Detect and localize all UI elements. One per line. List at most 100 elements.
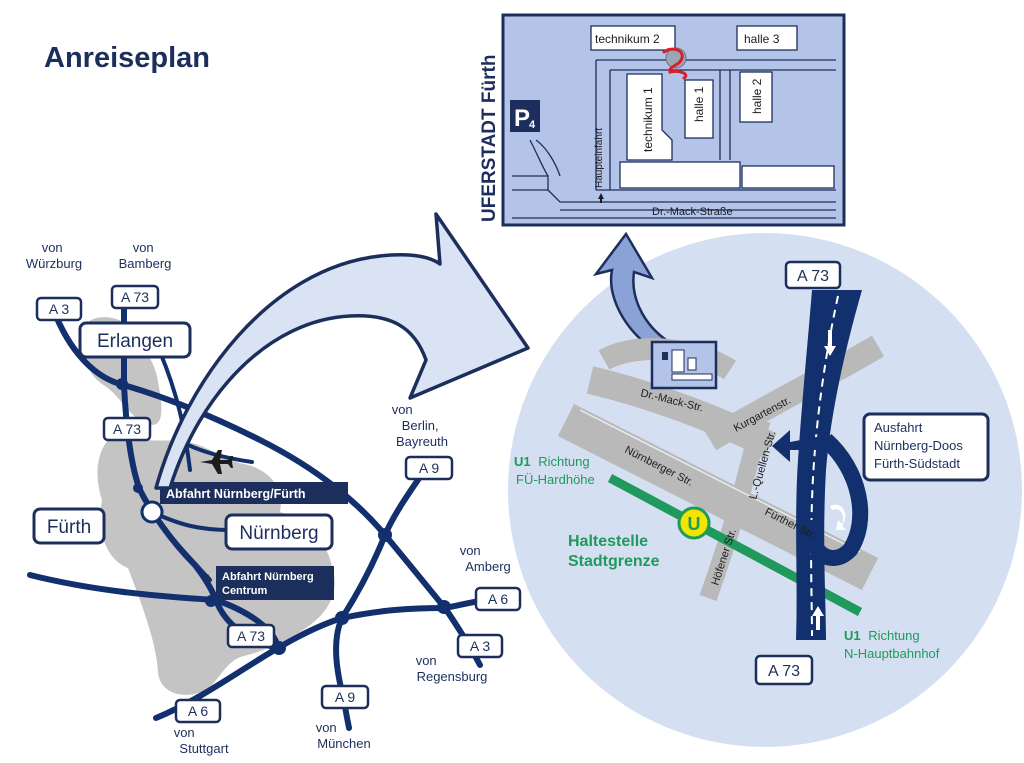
origin-regensburg: von Regensburg (416, 653, 488, 684)
svg-text:A 9: A 9 (419, 460, 439, 476)
junction-dot (205, 595, 217, 607)
svg-text:A 6: A 6 (188, 703, 208, 719)
label-technikum1: technikum 1 (641, 87, 655, 152)
road-shield-a73-south: A 73 (226, 623, 276, 649)
u1-direction-hauptbahnhof: U1 Richtung N-Hauptbahnhof (844, 628, 940, 661)
svg-text:A 73: A 73 (121, 289, 149, 305)
street-kurgarten (703, 335, 885, 451)
u1-direction-hardhoehe: U1 Richtung FÜ-Hardhöhe (514, 454, 595, 487)
svg-text:A 73: A 73 (768, 663, 800, 680)
exit-label-nuernberg-fuerth: Abfahrt Nürnberg/Fürth (160, 482, 348, 504)
label-halle2: halle 2 (750, 78, 764, 114)
arrow-curve-icon (830, 504, 846, 530)
svg-text:A 9: A 9 (335, 689, 355, 705)
road-shield-a73-top: A 73 (784, 260, 842, 290)
svg-text:A 3: A 3 (49, 301, 69, 317)
exit-ramp (803, 434, 869, 566)
road-shield-a3-east: A 3 (456, 633, 504, 659)
building-strip-right (741, 165, 835, 189)
svg-text:A 6: A 6 (488, 591, 508, 607)
arrow-up-icon (812, 606, 824, 630)
svg-text:U1 Richtung: U1 Richtung (514, 454, 590, 469)
exit-sign-doos: Ausfahrt Nürnberg-Doos Fürth-Südstadt (862, 412, 990, 482)
motorway-lane-markings (810, 295, 839, 637)
origin-wuerzburg: von Würzburg (26, 240, 82, 271)
label-technikum2: technikum 2 (595, 32, 660, 46)
detail-map: Dr.-Mack-Str. Kurgartenstr. L.-Quellen-S… (508, 231, 1022, 747)
label-mack-strasse: Dr.-Mack-Straße (652, 206, 733, 218)
origin-amberg: von Amberg (460, 543, 511, 574)
stop-stadtgrenze: Haltestelle Stadtgrenze (568, 533, 660, 570)
exit-circle-nuernberg-fuerth (140, 500, 164, 524)
street-hoefener (699, 502, 747, 602)
city-nuernberg: Nürnberg (224, 513, 334, 551)
u-bahn-badge-icon: U (677, 506, 711, 540)
svg-text:A 3: A 3 (470, 638, 490, 654)
page-title: Anreiseplan (44, 42, 210, 74)
arrow-down-icon (824, 330, 836, 356)
junction-dot (116, 378, 128, 390)
svg-text:P: P (514, 105, 530, 132)
building-halle3 (736, 25, 798, 51)
site-plan: technikum 2 halle 3 technikum 1 halle 1 … (501, 13, 846, 227)
road-shield-a73-mid: A 73 (102, 416, 152, 442)
svg-text:Abfahrt Nürnberg Centr: Abfahrt Nürnberg Centrum (222, 571, 317, 597)
road-shield-a73-north: A 73 (110, 284, 160, 310)
label-haupteinfahrt: Haupteinfahrt (594, 128, 605, 188)
svg-text:U: U (688, 514, 701, 534)
svg-text:A 73: A 73 (797, 268, 829, 285)
detail-circle (508, 233, 1022, 747)
exit-ramp-arrow-icon (772, 430, 822, 462)
zoom-arrow-icon (154, 212, 530, 490)
svg-text:Ausfahrt Nürnberg-Doos: Ausfahrt Nürnberg-Doos Fürth-Südstadt (874, 420, 967, 471)
building-halle1 (684, 79, 714, 139)
junction-dot (437, 600, 451, 614)
road-shield-a6-east: A 6 (474, 586, 522, 612)
exit-arrow-up-icon (204, 574, 212, 586)
label-halle1: halle 1 (692, 86, 706, 122)
site-vertical-title: UFERSTADT Fürth (479, 55, 500, 222)
road-shield-a3-west: A 3 (35, 296, 83, 322)
junction-dot (335, 611, 349, 625)
location-marker-icon (662, 47, 688, 80)
overview-map: von Würzburg von Bamberg von Berlin, Bay… (26, 240, 522, 756)
origin-stuttgart: von Stuttgart (174, 725, 229, 756)
junction-dot (272, 641, 286, 655)
svg-text:Abfahrt Nürnberg/Fürth: Abfahrt Nürnberg/Fürth (166, 487, 306, 501)
svg-text:A 73: A 73 (113, 421, 141, 437)
road-shield-a9-north: A 9 (404, 455, 454, 481)
building-halle2 (739, 71, 773, 123)
junction-dot (378, 528, 392, 542)
building-technikum1 (626, 73, 673, 161)
ring-road-west (27, 572, 219, 603)
building-strip-left (619, 161, 741, 189)
road-shield-a9-south: A 9 (320, 684, 370, 710)
origin-berlin: von Berlin, Bayreuth (392, 402, 448, 449)
svg-text:A 73: A 73 (237, 628, 265, 644)
city-erlangen: Erlangen (78, 321, 192, 359)
mini-site-icon (650, 340, 718, 390)
road-shield-a73-bottom: A 73 (754, 654, 814, 686)
origin-bamberg: von Bamberg (119, 240, 172, 271)
svg-text:N-Hauptbahnhof: N-Hauptbahnhof (844, 646, 940, 661)
svg-text:U1 Richtung: U1 Richtung (844, 628, 920, 643)
svg-text:FÜ-Hardhöhe: FÜ-Hardhöhe (516, 472, 595, 487)
parking-icon: P 4 (510, 100, 540, 132)
site-access-arrow-icon (592, 231, 678, 360)
road-shield-a6-west: A 6 (174, 698, 222, 724)
exit-label-centrum: Abfahrt Nürnberg Centrum (216, 566, 334, 600)
svg-text:Erlangen: Erlangen (97, 331, 173, 352)
entry-arrow-icon (598, 193, 604, 203)
origin-muenchen: von München (316, 720, 371, 751)
city-fuerth: Fürth (32, 507, 106, 545)
junction-dot (133, 483, 143, 493)
street-quellen (731, 417, 771, 503)
label-halle3: halle 3 (744, 32, 780, 46)
road-erlangen-east (158, 350, 192, 472)
svg-text:Fürth: Fürth (47, 517, 91, 538)
svg-text:Nürnberg: Nürnberg (239, 523, 318, 544)
svg-text:4: 4 (529, 119, 536, 131)
building-technikum2 (590, 25, 676, 51)
airplane-icon (200, 450, 233, 474)
